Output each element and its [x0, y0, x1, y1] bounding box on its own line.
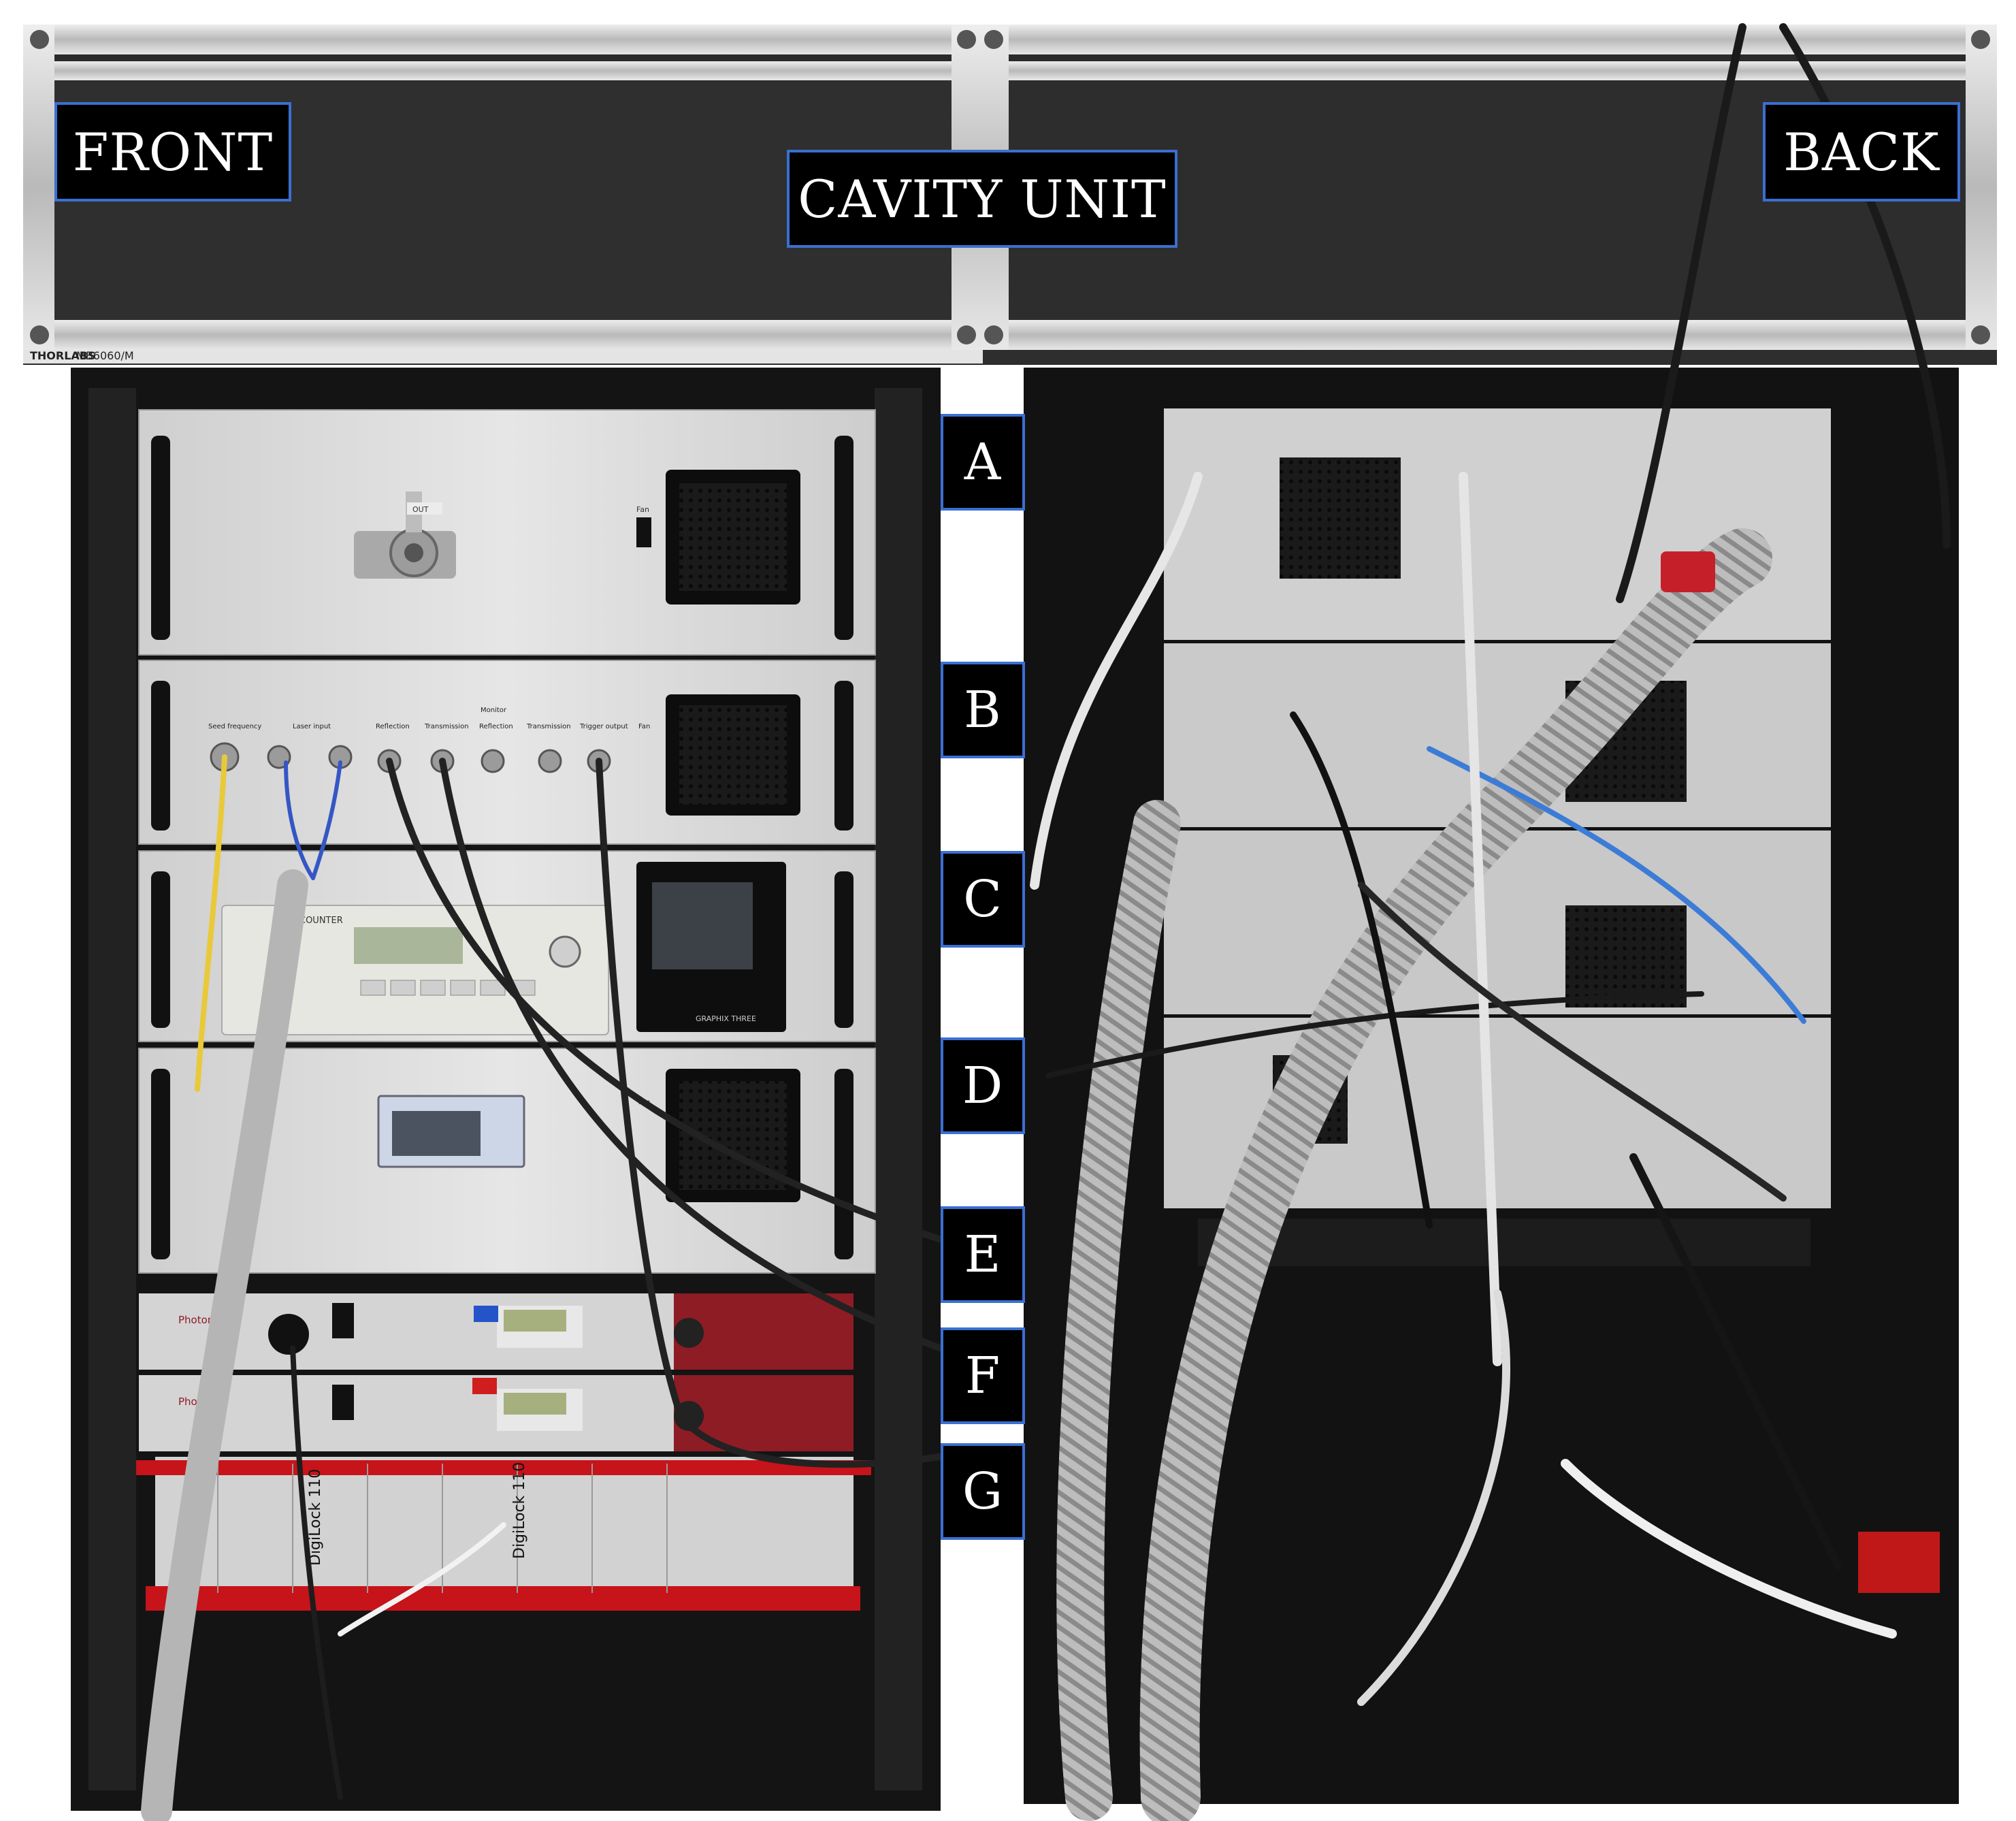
cavity-unit-label-text: CAVITY UNIT — [798, 168, 1167, 229]
unit-b-transmission-2-text: Transmission — [526, 723, 571, 730]
unit-b-monitor-text: Monitor — [481, 707, 507, 714]
digilock-modules: DigiLock 110 DigiLock 110 — [136, 1457, 871, 1611]
unit-d-label: D — [941, 1037, 1025, 1134]
front-label-text: FRONT — [72, 121, 274, 182]
back-rack — [1024, 23, 1959, 1821]
unit-b-reflection-2-text: Reflection — [479, 723, 513, 730]
unit-c-label: C — [941, 851, 1025, 948]
cavity-unit-label: CAVITY UNIT — [787, 150, 1177, 248]
unit-e-label: E — [941, 1206, 1025, 1303]
unit-b-label: B — [941, 662, 1025, 758]
unit-a-out-text: OUT — [412, 505, 429, 514]
thorlabs-model-text: MB6060/M — [76, 349, 134, 362]
unit-b-panel: Seed frequency Laser input Monitor Refle… — [138, 660, 876, 845]
thorlabs-brand-text: THORLABS — [30, 349, 96, 362]
unit-c-label-text: C — [963, 870, 1003, 929]
front-cables — [141, 754, 943, 1821]
unit-b-fan-text: Fan — [638, 723, 650, 730]
unit-b-transmission-text: Transmission — [424, 723, 469, 730]
unit-d-label-text: D — [962, 1057, 1004, 1115]
unit-e-label-text: E — [964, 1225, 1002, 1284]
unit-g-instrument: Photonics — [139, 1375, 853, 1451]
unit-b-reflection-text: Reflection — [376, 723, 410, 730]
unit-f-instrument: Photonics — [139, 1293, 853, 1370]
front-label: FRONT — [54, 102, 291, 202]
unit-a-label: A — [941, 414, 1025, 511]
unit-a-label-text: A — [964, 433, 1002, 491]
front-rack: OUT Fan Seed frequency Laser input Moni — [71, 368, 943, 1821]
unit-c-panel: COUNTER GRAPHIX THREE — [138, 850, 876, 1042]
back-label: BACK — [1763, 102, 1960, 202]
graphix-model-text: GRAPHIX THREE — [696, 1014, 756, 1023]
unit-g-label: G — [941, 1443, 1025, 1540]
unit-b-trigger-output-text: Trigger output — [579, 723, 628, 730]
digilock-1-text: DigiLock 110 — [307, 1469, 324, 1566]
unit-b-laser-input-text: Laser input — [293, 723, 331, 730]
frequency-counter — [221, 905, 609, 1035]
counter-label-text: COUNTER — [299, 916, 343, 926]
thorlabs-plate: THORLABS MB6060/M — [30, 349, 134, 362]
unit-b-label-text: B — [964, 681, 1002, 739]
unit-f-label-text: F — [964, 1347, 1001, 1405]
unit-a-fan-text: Fan — [636, 505, 649, 514]
back-label-text: BACK — [1783, 121, 1940, 182]
unit-a-panel: OUT Fan — [138, 409, 876, 656]
unit-b-seed-frequency-text: Seed frequency — [208, 723, 261, 730]
unit-f-label: F — [941, 1327, 1025, 1424]
digilock-2-text: DigiLock 110 — [511, 1462, 528, 1559]
unit-g-label-text: G — [962, 1462, 1004, 1521]
